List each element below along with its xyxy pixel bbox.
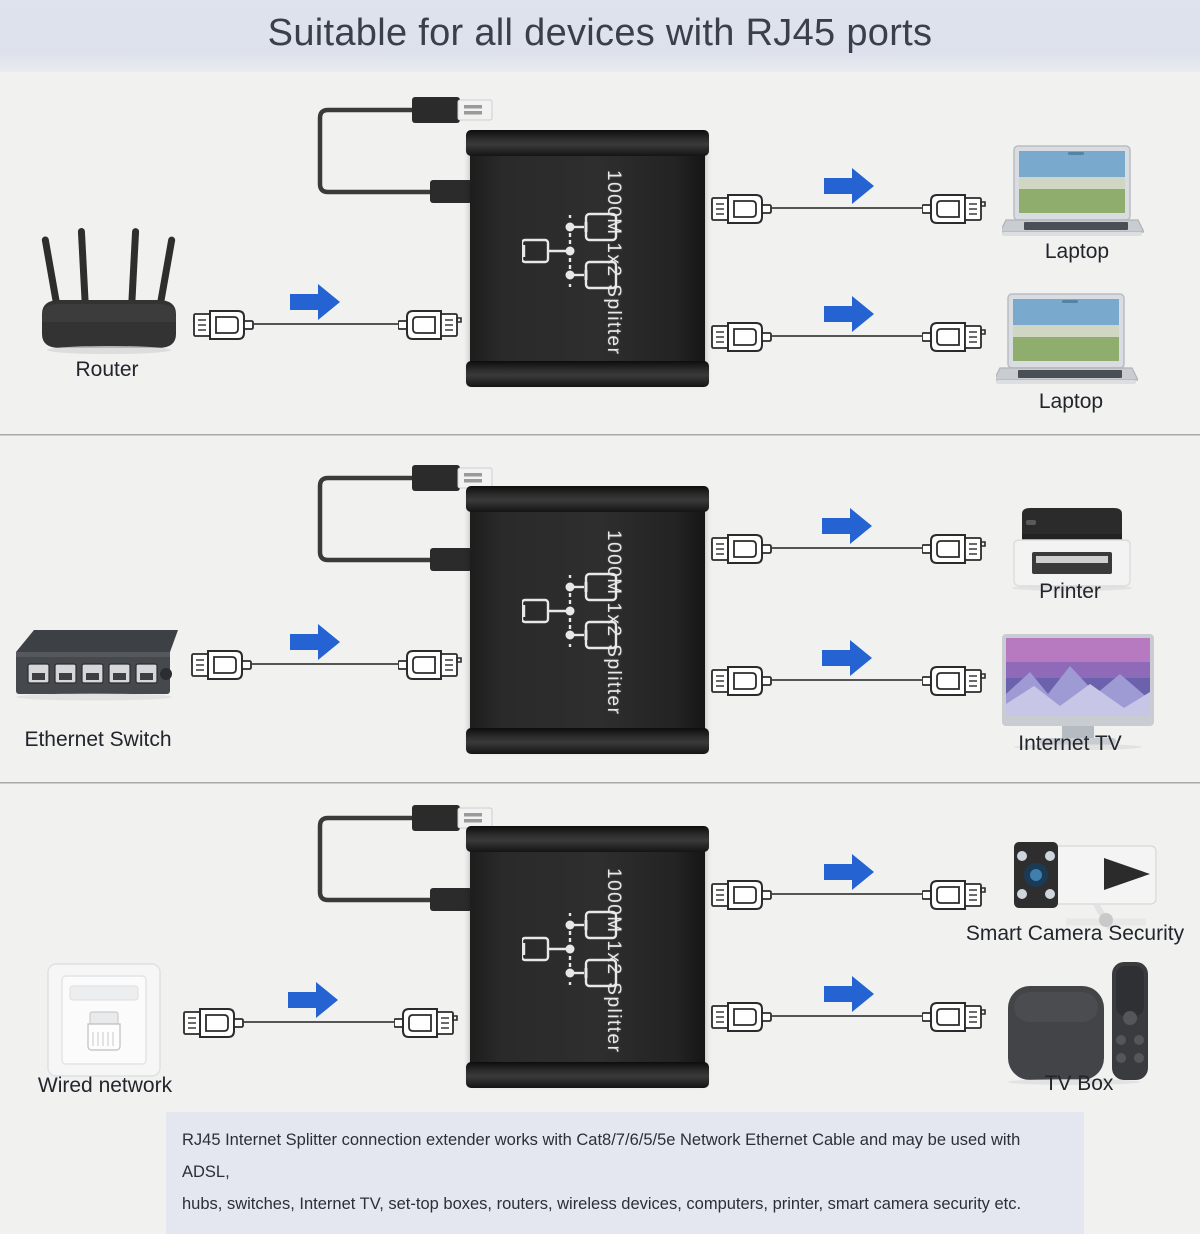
rj45-connector-icon [711,194,772,224]
blue-right-arrow-icon [822,640,872,676]
row-divider [0,782,1200,784]
rj45-connector-icon [398,310,462,340]
laptop-icon [1002,145,1144,237]
device-label-internet-tv: Internet TV [1018,732,1122,755]
rj45-connector-icon [193,310,254,340]
blue-right-arrow-icon [290,624,340,660]
splitter-device-1: 1000M 1x2 Splitter [466,130,709,387]
blue-right-arrow-icon [290,284,340,320]
footer-note-line-2: hubs, switches, Internet TV, set-top box… [182,1195,1022,1213]
row-router-to-laptops: 1000M 1x2 Splitter Router Laptop Laptop [0,72,1200,435]
rj45-connector-icon [711,1002,772,1032]
row-wired-to-camera-tvbox: 1000M 1x2 Splitter Wired network Smart C… [0,784,1200,1106]
rj45-connector-icon [711,666,772,696]
ethernet-switch-icon [15,629,179,702]
tv-box-icon [1008,962,1148,1085]
ethernet-cable-line [772,893,924,895]
splitter-label: 1000M 1x2 Splitter [603,868,624,1054]
rj45-connector-icon [922,1002,986,1032]
device-label-laptop-2: Laptop [1038,390,1104,413]
rj45-connector-icon [922,322,986,352]
ethernet-cable-line [244,1021,396,1023]
device-label-smart-camera: Smart Camera Security [965,922,1185,945]
wifi-router-icon [41,227,176,354]
ethernet-cable-line [772,1015,924,1017]
device-label-tv-box: TV Box [1044,1072,1114,1095]
ethernet-cable-line [772,547,924,549]
ethernet-cable-line [772,335,924,337]
splitter-device-3: 1000M 1x2 Splitter [466,826,709,1088]
blue-right-arrow-icon [824,168,874,204]
device-label-ethernet-switch: Ethernet Switch [24,728,172,751]
rj45-connector-icon [922,666,986,696]
ethernet-cable-line [252,663,400,665]
blue-right-arrow-icon [824,976,874,1012]
device-label-printer: Printer [1039,580,1101,603]
laptop-icon [996,293,1138,385]
device-label-router: Router [75,358,139,381]
blue-right-arrow-icon [824,296,874,332]
device-label-wired-network: Wired network [37,1074,173,1097]
blue-right-arrow-icon [824,854,874,890]
rj45-connector-icon [398,650,462,680]
page-title: Suitable for all devices with RJ45 ports [267,12,933,54]
header-band [0,0,1200,72]
rj45-connector-icon [711,880,772,910]
row-switch-to-printer-tv: 1000M 1x2 Splitter Ethernet Switch Print… [0,436,1200,783]
footer-note: RJ45 Internet Splitter connection extend… [166,1112,1084,1234]
ethernet-cable-line [772,207,924,209]
rj45-connector-icon [922,534,986,564]
blue-right-arrow-icon [288,982,338,1018]
splitter-label: 1000M 1x2 Splitter [603,170,624,356]
splitter-device-2: 1000M 1x2 Splitter [466,486,709,754]
ethernet-cable-line [772,679,924,681]
rj45-connector-icon [183,1008,244,1038]
blue-right-arrow-icon [822,508,872,544]
row-divider [0,434,1200,436]
rj45-connector-icon [711,322,772,352]
ethernet-cable-line [254,323,400,325]
splitter-label: 1000M 1x2 Splitter [603,530,624,716]
security-camera-icon [1000,840,1160,932]
rj45-connector-icon [922,194,986,224]
device-label-laptop-1: Laptop [1044,240,1110,263]
rj45-connector-icon [711,534,772,564]
wall-ethernet-outlet-icon [47,963,161,1077]
rj45-connector-icon [922,880,986,910]
rj45-connector-icon [394,1008,458,1038]
footer-note-line-1: RJ45 Internet Splitter connection extend… [182,1131,1021,1181]
rj45-connector-icon [191,650,252,680]
